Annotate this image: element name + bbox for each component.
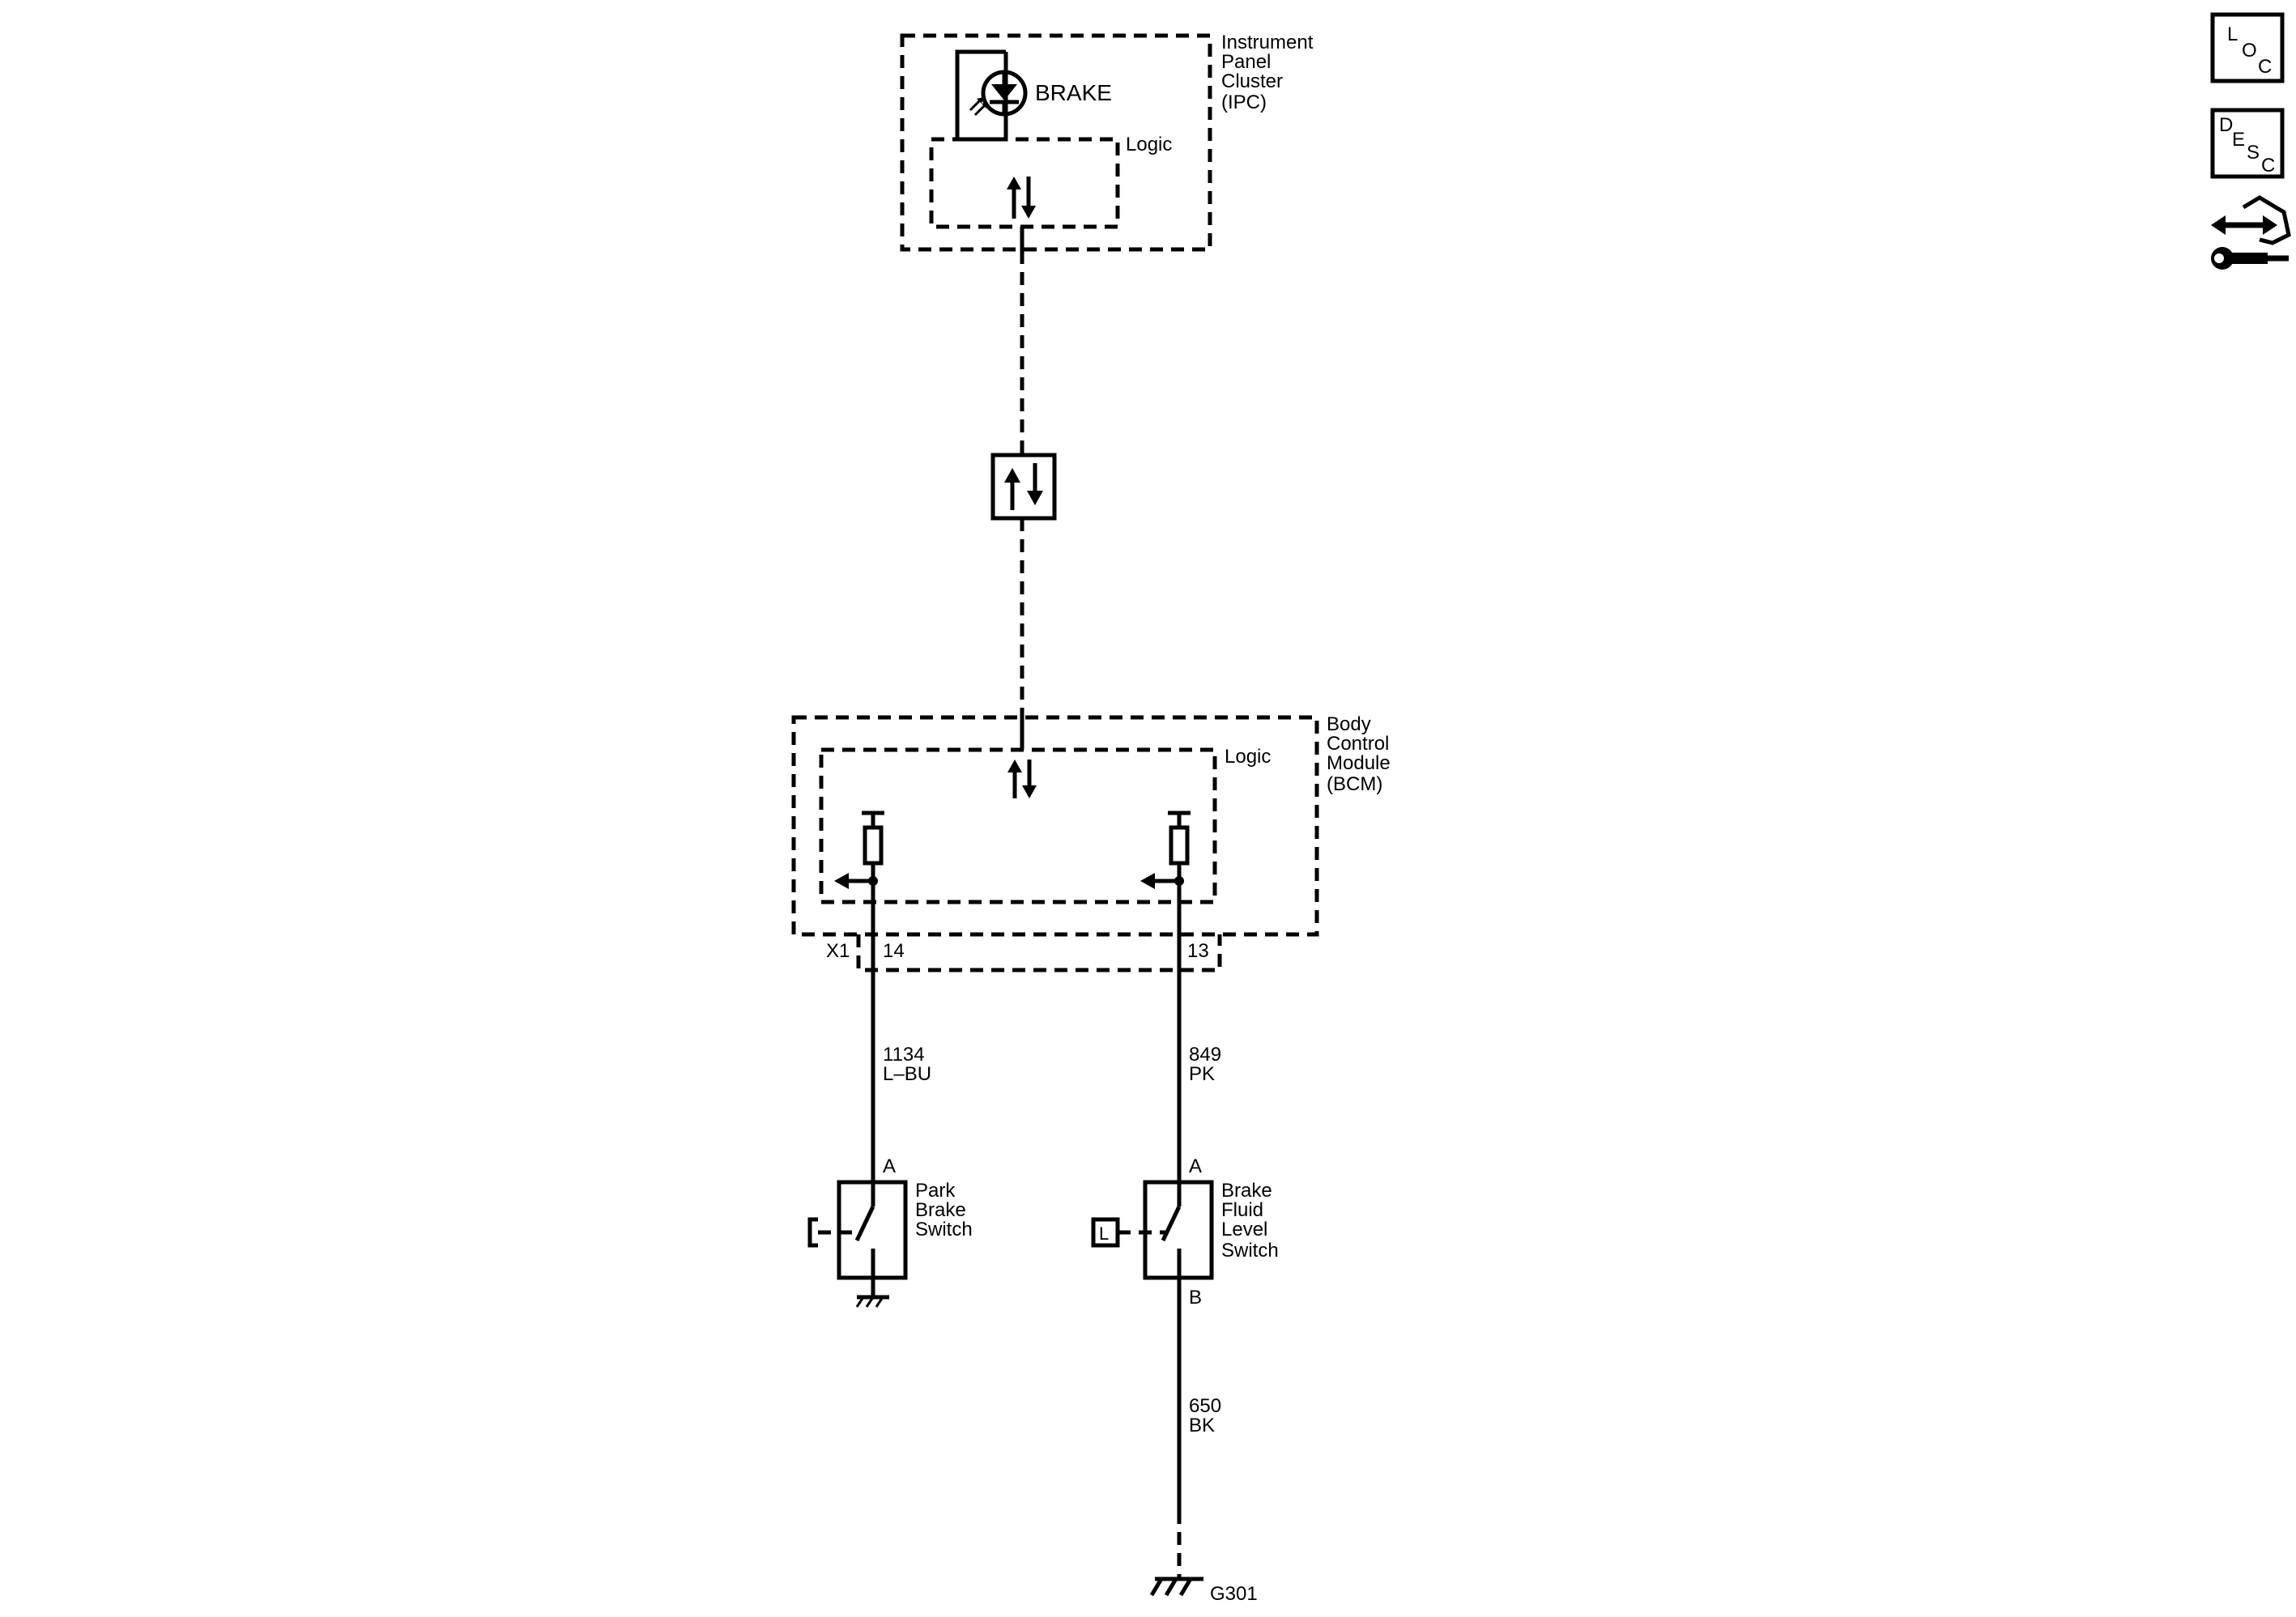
loc-icon[interactable]: L O C xyxy=(2210,12,2285,83)
park-brake-ground-icon xyxy=(855,1278,889,1308)
brake-fluid-switch-pin-b: B xyxy=(1189,1287,1202,1308)
brake-fluid-switch-name-line-2: Fluid xyxy=(1221,1199,1263,1221)
ipc-logic-boundary xyxy=(929,137,1120,229)
wire-1134-circuit-label: 1134 xyxy=(883,1044,925,1066)
bcm-logic-boundary xyxy=(819,747,1217,904)
bcm-name-line-3: Module xyxy=(1327,752,1391,774)
ipc-name-line-4: (IPC) xyxy=(1221,91,1267,113)
ipc-name-line-3: Cluster xyxy=(1221,70,1283,92)
bcm-input-right-icon xyxy=(1140,811,1191,889)
desc-icon-letter-d: D xyxy=(2219,114,2233,136)
ipc-serial-data-arrows-icon xyxy=(1007,177,1036,219)
bcm-logic-label: Logic xyxy=(1225,746,1271,768)
brake-fluid-switch-name-line-3: Level xyxy=(1221,1219,1267,1240)
park-brake-switch-name-line-3: Switch xyxy=(915,1219,973,1240)
park-brake-switch: A Park Brake Switch xyxy=(807,1155,973,1280)
park-brake-switch-pin-a: A xyxy=(883,1155,896,1177)
wire-849-color-label: PK xyxy=(1189,1063,1215,1085)
loc-icon-letter-o: O xyxy=(2242,40,2257,62)
brake-fluid-link-box xyxy=(1091,1217,1120,1248)
ipc-module: Instrument Panel Cluster (IPC) BRAKE Log… xyxy=(900,32,1314,252)
bcm-name-line-4: (BCM) xyxy=(1327,773,1382,795)
bcm-name-line-2: Control xyxy=(1327,733,1389,755)
brake-fluid-link-label: L xyxy=(1099,1223,1109,1244)
brake-fluid-switch-name-line-4: Switch xyxy=(1221,1240,1279,1262)
desc-icon-letter-e: E xyxy=(2232,129,2245,151)
connector-pin-13-label: 13 xyxy=(1187,940,1209,962)
connector-pin-14-label: 14 xyxy=(883,940,905,962)
connector-x1-label: X1 xyxy=(826,940,850,962)
bcm-serial-data-arrows-icon xyxy=(1007,760,1037,798)
serial-data-symbol-icon xyxy=(990,453,1057,521)
bcm-module-boundary xyxy=(791,715,1319,937)
desc-icon-letter-c: C xyxy=(2261,155,2275,177)
brake-indicator-lamp-icon xyxy=(955,49,1028,142)
brake-fluid-switch-name-line-1: Brake xyxy=(1221,1180,1272,1202)
ground-g301-icon xyxy=(1149,1577,1203,1597)
ipc-logic-label: Logic xyxy=(1126,134,1172,155)
loc-icon-letter-c: C xyxy=(2258,56,2272,78)
serial-data-link xyxy=(990,251,1057,719)
park-brake-switch-name-line-1: Park xyxy=(915,1180,956,1202)
bcm-module: Body Control Module (BCM) Logic xyxy=(791,713,1391,972)
bcm-input-left-icon xyxy=(834,811,884,889)
ground-g301-label: G301 xyxy=(1210,1583,1258,1605)
brake-indicator-label: BRAKE xyxy=(1035,80,1112,105)
wire-1134-color-label: L–BU xyxy=(883,1063,931,1085)
desc-icon-letter-s: S xyxy=(2247,142,2260,164)
wire-849-circuit-label: 849 xyxy=(1189,1044,1221,1066)
park-brake-switch-name-line-2: Brake xyxy=(915,1199,966,1221)
loc-icon-letter-l: L xyxy=(2227,23,2238,45)
bcm-connector-x1 xyxy=(856,934,1222,972)
connector-service-icon[interactable] xyxy=(2211,195,2291,270)
ipc-module-boundary xyxy=(900,33,1212,252)
wire-650-circuit-label: 650 xyxy=(1189,1395,1221,1417)
ipc-name-line-1: Instrument xyxy=(1221,32,1314,53)
wire-650-color-label: BK xyxy=(1189,1415,1215,1436)
brake-fluid-switch-pin-a: A xyxy=(1189,1155,1202,1177)
bcm-name-line-1: Body xyxy=(1327,713,1371,735)
desc-icon[interactable]: D E S C xyxy=(2210,108,2285,179)
ipc-name-line-2: Panel xyxy=(1221,51,1271,73)
brake-fluid-level-switch: A L Brake Fluid Level Switch B xyxy=(1091,1155,1279,1308)
